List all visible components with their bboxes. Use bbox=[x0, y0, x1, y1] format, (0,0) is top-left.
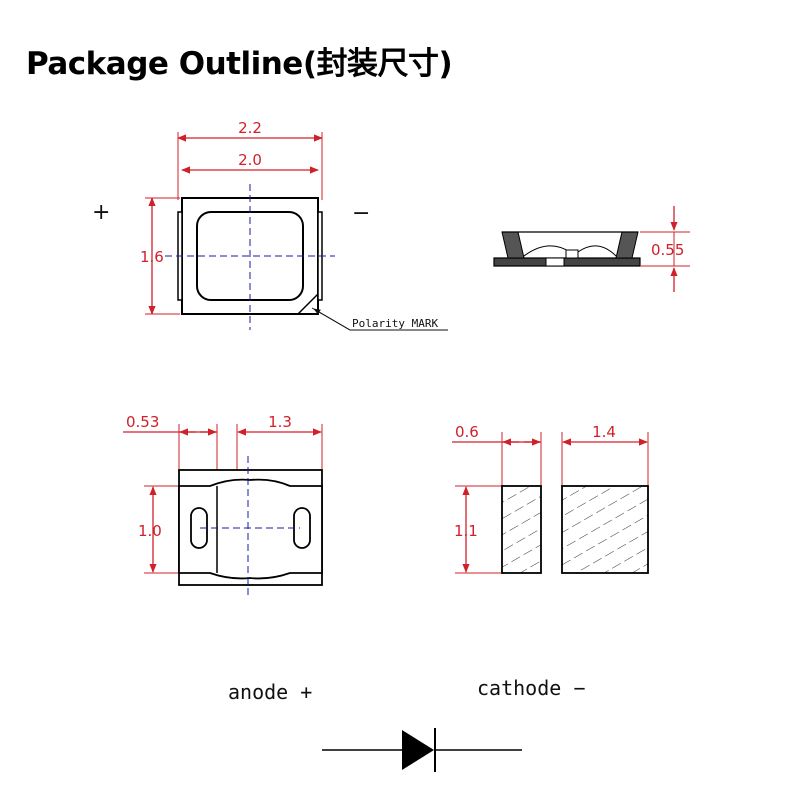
dim-bottom-height: 1.0 bbox=[138, 522, 162, 540]
dim-thickness: 0.55 bbox=[651, 241, 684, 259]
bottom-view: 0.53 1.3 1.0 bbox=[123, 413, 323, 596]
anode-label: anode + bbox=[228, 680, 312, 704]
dim-width-outer: 2.2 bbox=[238, 119, 262, 137]
diode-legend: anode + cathode − bbox=[228, 676, 585, 772]
pad-anode bbox=[501, 485, 542, 574]
dim-footprint-height: 1.1 bbox=[454, 522, 478, 540]
dim-width-inner: 2.0 bbox=[238, 151, 262, 169]
top-view: 2.2 2.0 1.6 Polarity MARK + − bbox=[92, 119, 448, 331]
dim-pad-small: 0.6 bbox=[455, 423, 479, 441]
dim-pad-width: 0.53 bbox=[126, 413, 159, 431]
pad-cathode bbox=[561, 485, 649, 574]
polarity-mark-label: Polarity MARK bbox=[352, 317, 438, 330]
footprint: 0.6 1.4 1.1 bbox=[452, 423, 649, 574]
minus-sign: − bbox=[352, 201, 370, 226]
dim-pad-spacing: 1.3 bbox=[268, 413, 292, 431]
page-title: Package Outline(封装尺寸) bbox=[26, 46, 453, 82]
dim-height: 1.6 bbox=[140, 248, 164, 266]
side-view: 0.55 bbox=[493, 206, 690, 292]
dim-pad-large: 1.4 bbox=[592, 423, 616, 441]
cathode-label: cathode − bbox=[477, 676, 585, 700]
plus-sign: + bbox=[92, 200, 110, 225]
diode-symbol bbox=[402, 730, 434, 770]
